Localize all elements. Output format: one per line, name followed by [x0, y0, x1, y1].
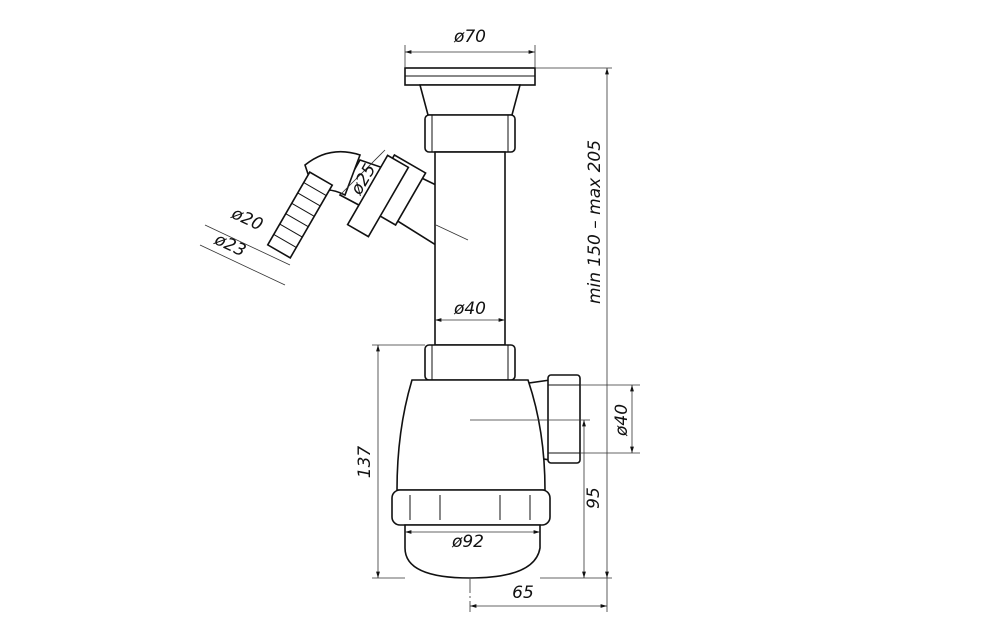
pipe [434, 151, 506, 346]
label-trap-height: 137 [355, 446, 375, 479]
bowl-cup [404, 524, 541, 579]
strainer [418, 84, 522, 116]
label-bowl-diameter: ø92 [451, 532, 484, 552]
label-hose-inner: ø20 [227, 203, 265, 235]
label-outlet-height: 95 [584, 487, 604, 509]
side-branch [266, 150, 437, 259]
bowl [396, 379, 546, 491]
bowl-ring [391, 489, 551, 526]
siphon-body [266, 67, 581, 579]
label-height-range: min 150 – max 205 [585, 140, 605, 304]
hose-barb [266, 171, 334, 259]
lower-nut [424, 344, 516, 381]
label-outlet-diameter: ø40 [612, 404, 632, 437]
outlet-nut [547, 374, 581, 464]
dimensions [199, 45, 640, 612]
label-pipe-diameter: ø40 [453, 299, 486, 319]
label-flange-diameter: ø70 [453, 27, 486, 47]
label-outlet-offset: 65 [512, 583, 534, 603]
label-hose-outer: ø23 [210, 229, 248, 261]
upper-nut [424, 114, 516, 153]
